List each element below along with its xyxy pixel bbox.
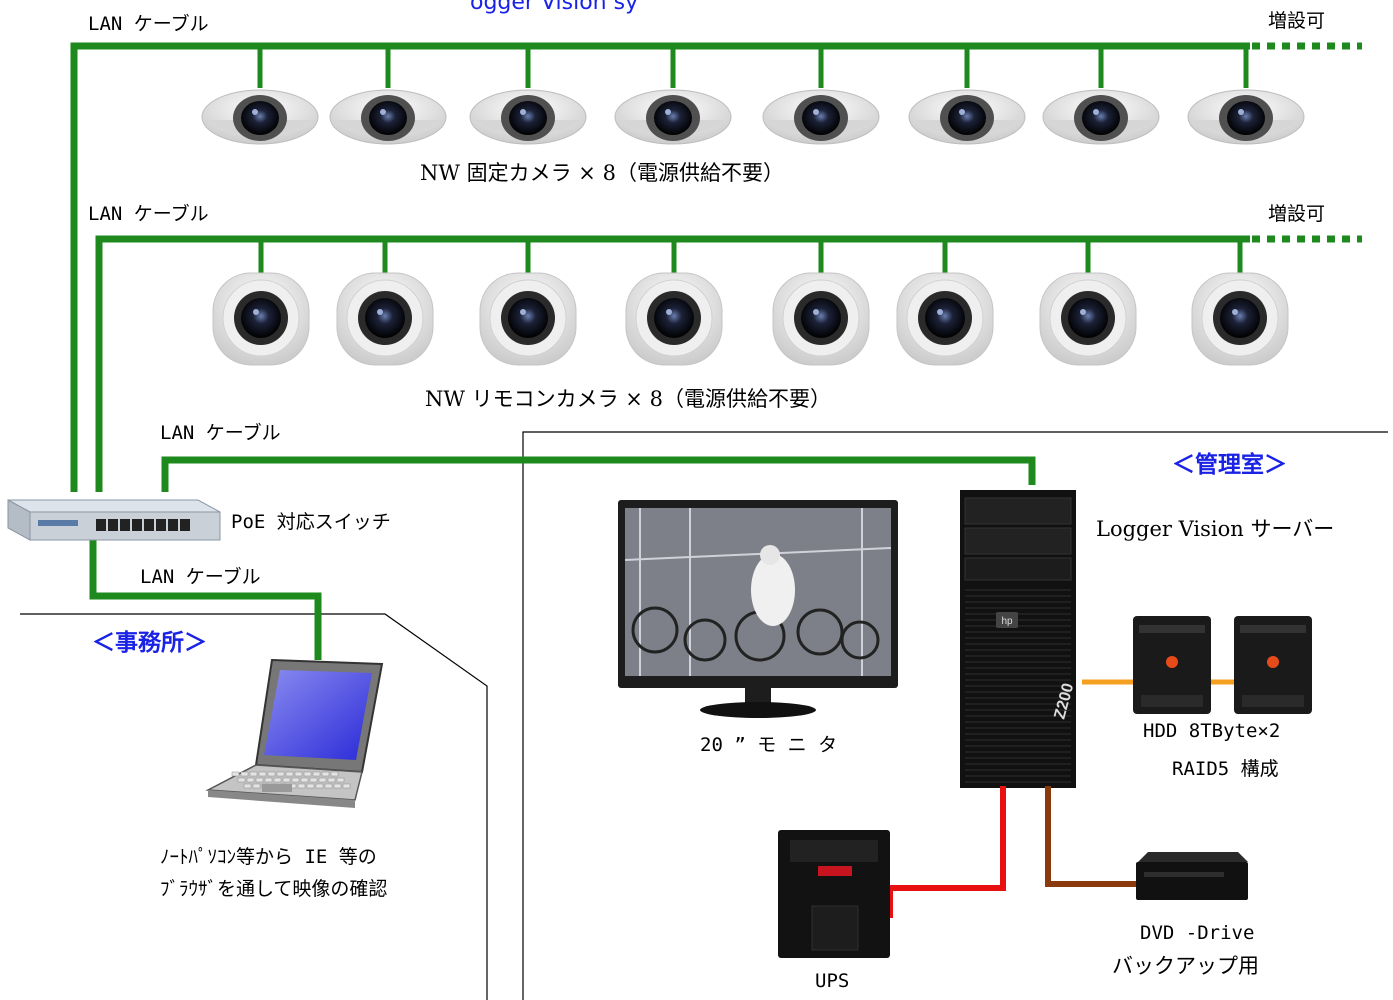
- remote-camera-icon: [896, 272, 994, 366]
- lan-cable-label-server: LAN ケーブル: [160, 422, 281, 444]
- expandable-label-middle: 増設可: [1268, 203, 1326, 225]
- switch-port: [108, 519, 118, 531]
- switch-port: [96, 519, 106, 531]
- hdd-unit-1: [1133, 616, 1211, 714]
- laptop-note-line-2: ﾌﾞﾗｳｻﾞを通して映像の確認: [160, 878, 388, 900]
- ups-icon: [778, 830, 890, 958]
- remote-camera-icon: [1039, 272, 1137, 366]
- lan-line-fixed-cameras: [70, 42, 1250, 492]
- power-cable: [887, 786, 1006, 918]
- fixed-dome-camera-icon: [329, 89, 447, 145]
- switch-port: [120, 519, 130, 531]
- remote-camera-icon: [625, 272, 723, 366]
- fixed-dome-camera-icon: [614, 89, 732, 145]
- ups-label: UPS: [815, 970, 850, 992]
- laptop-note-line-1: ﾉｰﾄﾊﾟｿｺﾝ等から IE 等の: [160, 846, 377, 868]
- switch-port: [132, 519, 142, 531]
- switch-port: [180, 519, 190, 531]
- switch-port: [156, 519, 166, 531]
- monitor-label: 20 ” モ ニ タ: [700, 734, 838, 756]
- fixed-dome-camera-icon: [201, 89, 319, 145]
- lan-line-laptop: [89, 540, 322, 660]
- remote-camera-icon: [212, 272, 310, 366]
- hdd-label-line-1: HDD 8TByte×2: [1143, 720, 1281, 742]
- poe-switch-label: PoE 対応スイッチ: [231, 511, 391, 533]
- hdd-label-line-2: RAID5 構成: [1172, 758, 1279, 780]
- remote-camera-icon: [336, 272, 434, 366]
- expandable-label-top: 増設可: [1268, 10, 1326, 32]
- fixed-dome-camera-icon: [469, 89, 587, 145]
- lan-cable-label-middle: LAN ケーブル: [88, 203, 209, 225]
- remote-camera-icon: [1191, 272, 1289, 366]
- fixed-dome-camera-icon: [1187, 89, 1305, 145]
- hdd-unit-2: [1234, 616, 1312, 714]
- lan-line-server: [161, 456, 1036, 492]
- remote-camera-icon: [772, 272, 870, 366]
- lan-cable-label-laptop: LAN ケーブル: [140, 566, 261, 588]
- switch-port: [168, 519, 178, 531]
- remote-camera-caption: NW リモコンカメラ × 8（電源供給不要）: [425, 387, 831, 411]
- usb-cable: [1045, 786, 1140, 887]
- dvd-label-line-2: バックアップ用: [1112, 954, 1259, 978]
- fixed-dome-camera-icon: [1042, 89, 1160, 145]
- office-room-boundary: [20, 613, 488, 1000]
- admin-room-title: ＜管理室＞: [1172, 452, 1287, 478]
- server-label: Logger Vision サーバー: [1096, 517, 1335, 541]
- lan-line-remote-cameras: [95, 235, 1250, 492]
- office-room-title: ＜事務所＞: [92, 630, 207, 656]
- server-tower-icon: hp Z200: [960, 490, 1077, 788]
- lan-cable-label-top: LAN ケーブル: [88, 13, 209, 35]
- admin-room-boundary: [522, 431, 1388, 1000]
- diagram-title-fragment: ogger Vision sy: [470, 0, 639, 15]
- fixed-dome-camera-icon: [762, 89, 880, 145]
- fixed-dome-camera-icon: [908, 89, 1026, 145]
- dvd-label-line-1: DVD -Drive: [1140, 922, 1255, 944]
- switch-port: [144, 519, 154, 531]
- fixed-camera-caption: NW 固定カメラ × 8（電源供給不要）: [420, 161, 784, 185]
- poe-switch: [7, 499, 221, 541]
- remote-camera-icon: [479, 272, 577, 366]
- svg-text:hp: hp: [1001, 616, 1013, 627]
- dvd-drive-icon: [1136, 852, 1248, 900]
- laptop-icon: [205, 658, 384, 808]
- monitor-icon: [618, 500, 898, 718]
